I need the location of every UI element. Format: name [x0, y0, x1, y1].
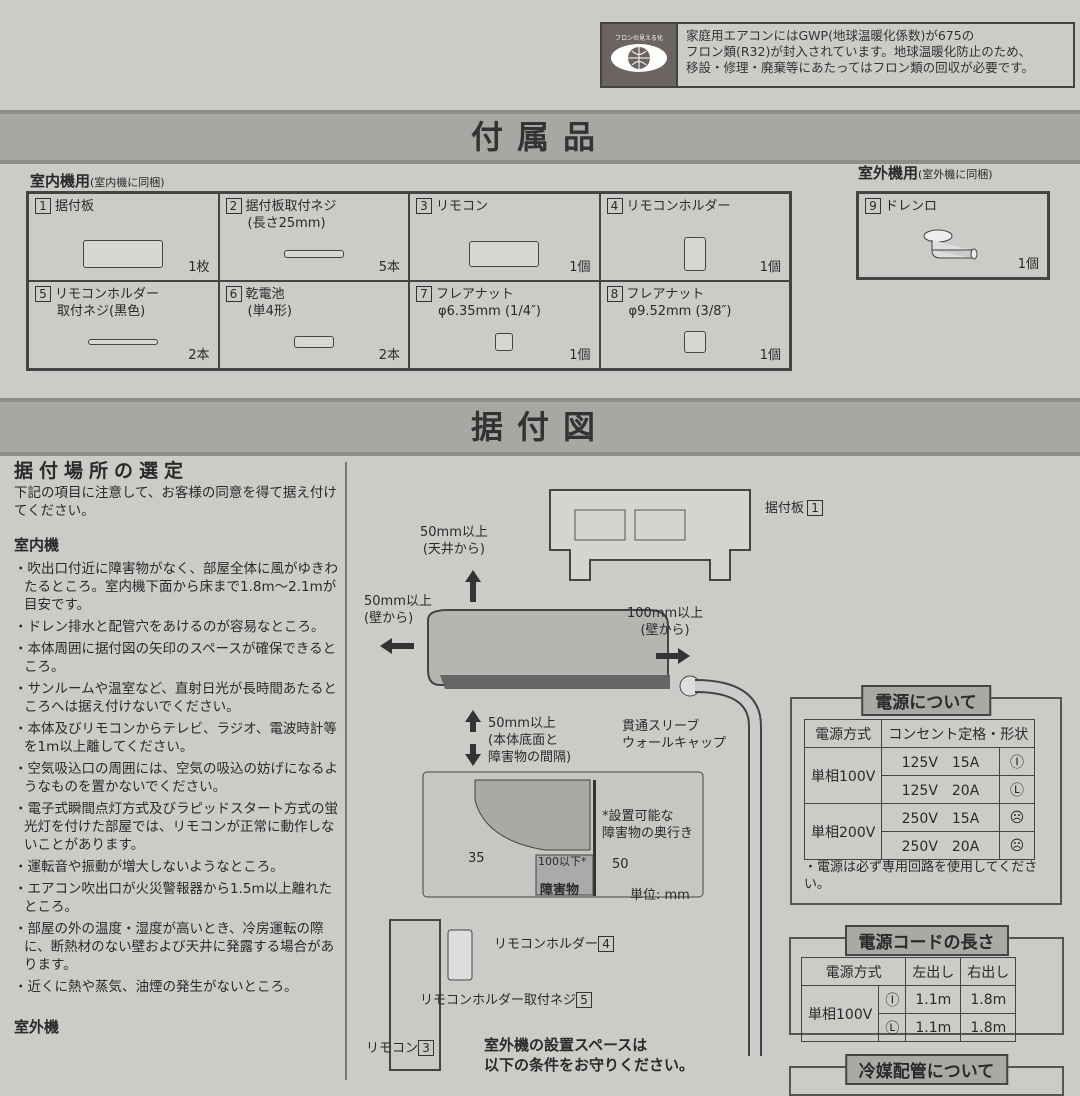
selection-title: 据付場所の選定 — [14, 460, 190, 482]
indoor-unit-drawing — [427, 609, 762, 1056]
installation-title: 据付図 — [0, 398, 1080, 456]
accessory-illustration-icon — [495, 333, 514, 352]
indoor-point: ・本体周囲に据付図の矢印のスペースが確保できるところ。 — [14, 641, 337, 675]
drain-elbow-icon — [923, 229, 978, 260]
logo-text: フロンの見える化 — [615, 34, 663, 42]
outlet-20a-icon: Ⓛ — [998, 775, 1036, 804]
refrigerant-box: 冷媒配管について — [789, 1054, 1064, 1096]
indoor-point: ・部屋の外の温度・湿度が高いとき、冷房運転の際に、断熱材のない壁および天井に発露… — [14, 921, 335, 973]
accessory-illustration-icon — [293, 336, 334, 349]
dim-50: 50 — [612, 857, 629, 872]
gwp-notice: フロンの見える化 家庭用エアコンにはGWP(地球温暖化係数)が675の フロン類… — [600, 22, 1075, 88]
detail-note: *設置可能な障害物の奥行き — [602, 809, 694, 841]
power-note: ・電源は必ず専用回路を使用してください。 — [804, 860, 1038, 892]
sleeve-label: 貫通スリーブウォールキャップ — [622, 719, 727, 751]
indoor-point: ・エアコン吹出口が火災警報器から1.5m以上離れたところ。 — [14, 881, 333, 915]
outdoor-space-note: 室外機の設置スペースは以下の条件をお守りください。 — [484, 1036, 695, 1074]
power-title: 電源について — [861, 685, 991, 716]
accessories-title: 付属品 — [0, 110, 1080, 164]
accessory-illustration-icon — [683, 237, 706, 272]
accessory-illustration-icon — [469, 241, 540, 268]
column-divider — [345, 462, 347, 1080]
indoor-point: ・吹出口付近に障害物がなく、部屋全体に風がゆきわたるところ。室内機下面から床まで… — [14, 561, 338, 613]
outlet-15a-icon: Ⓘ — [998, 747, 1036, 776]
left-clearance-label: 50mm以上(壁から) — [364, 594, 432, 626]
indoor-point: ・近くに熱や蒸気、油煙の発生がないところ。 — [14, 979, 298, 995]
mounting-plate-drawing — [549, 489, 751, 581]
bottom-clearance-label: 50mm以上(本体底面と障害物の間隔) — [488, 716, 572, 765]
outlet-200v-15a-icon: ☹ — [998, 803, 1036, 832]
indoor-label: 室内機用(室内機に同梱) — [30, 172, 165, 190]
top-clearance-label: 50mm以上(天井から) — [420, 525, 488, 557]
right-clearance-label: 100mm以上(壁から) — [627, 606, 704, 638]
remote-holder-drawing — [447, 929, 473, 981]
indoor-point: ・ドレン排水と配管穴をあけるのが容易なところ。 — [14, 619, 325, 635]
cord-title: 電源コードの長さ — [844, 925, 1009, 956]
accessory-illustration-icon — [83, 240, 164, 269]
site-selection-section: 据付場所の選定 下記の項目に注意して、お客様の同意を得て据え付けてください。 室… — [14, 462, 342, 1042]
indoor-point: ・空気吸込口の周囲には、空気の吸込の妨げになるようなものを置かないでください。 — [14, 761, 338, 795]
indoor-point: ・本体及びリモコンからテレビ、ラジオ、電波時計等を1m以上離してください。 — [14, 721, 337, 755]
gwp-line: 家庭用エアコンにはGWP(地球温暖化係数)が675の — [686, 28, 975, 43]
outdoor-label: 室外機用(室外機に同梱) — [858, 164, 993, 182]
unit-label: 単位: mm — [630, 888, 690, 903]
accessory-illustration-icon — [88, 339, 159, 346]
outdoor-heading: 室外機 — [14, 1018, 60, 1036]
obstacle-label: 障害物 — [540, 883, 580, 898]
indoor-heading: 室内機 — [14, 536, 60, 554]
gwp-line: 移設・修理・廃棄等にあたってはフロン類の回収が必要です。 — [686, 60, 1034, 75]
installation-diagram — [380, 489, 762, 1071]
indoor-point: ・電子式瞬間点灯方式及びラピッドスタート方式の蛍光灯を付けた部屋では、リモコンが… — [14, 801, 338, 853]
indoor-point: ・運転音や振動が増大しないようなところ。 — [14, 859, 284, 875]
gwp-line: フロン類(R32)が封入されています。地球温暖化防止のため、 — [686, 44, 1032, 59]
clearance-arrows — [380, 570, 690, 766]
accessory-illustration-icon — [283, 250, 344, 259]
intro-text: 下記の項目に注意して、お客様の同意を得て据え付けてください。 — [14, 485, 337, 519]
remote-drawing — [389, 919, 441, 1071]
indoor-point: ・サンルームや温室など、直射日光が長時間あたるところへは据え付けないでください。 — [14, 681, 337, 715]
dim-100: 100以下* — [538, 855, 587, 868]
eye-globe-logo-icon: フロンの見える化 — [602, 24, 678, 86]
accessory-illustration-icon — [683, 331, 706, 354]
outlet-200v-20a-icon: ☹ — [998, 831, 1036, 860]
dim-35: 35 — [468, 851, 485, 866]
